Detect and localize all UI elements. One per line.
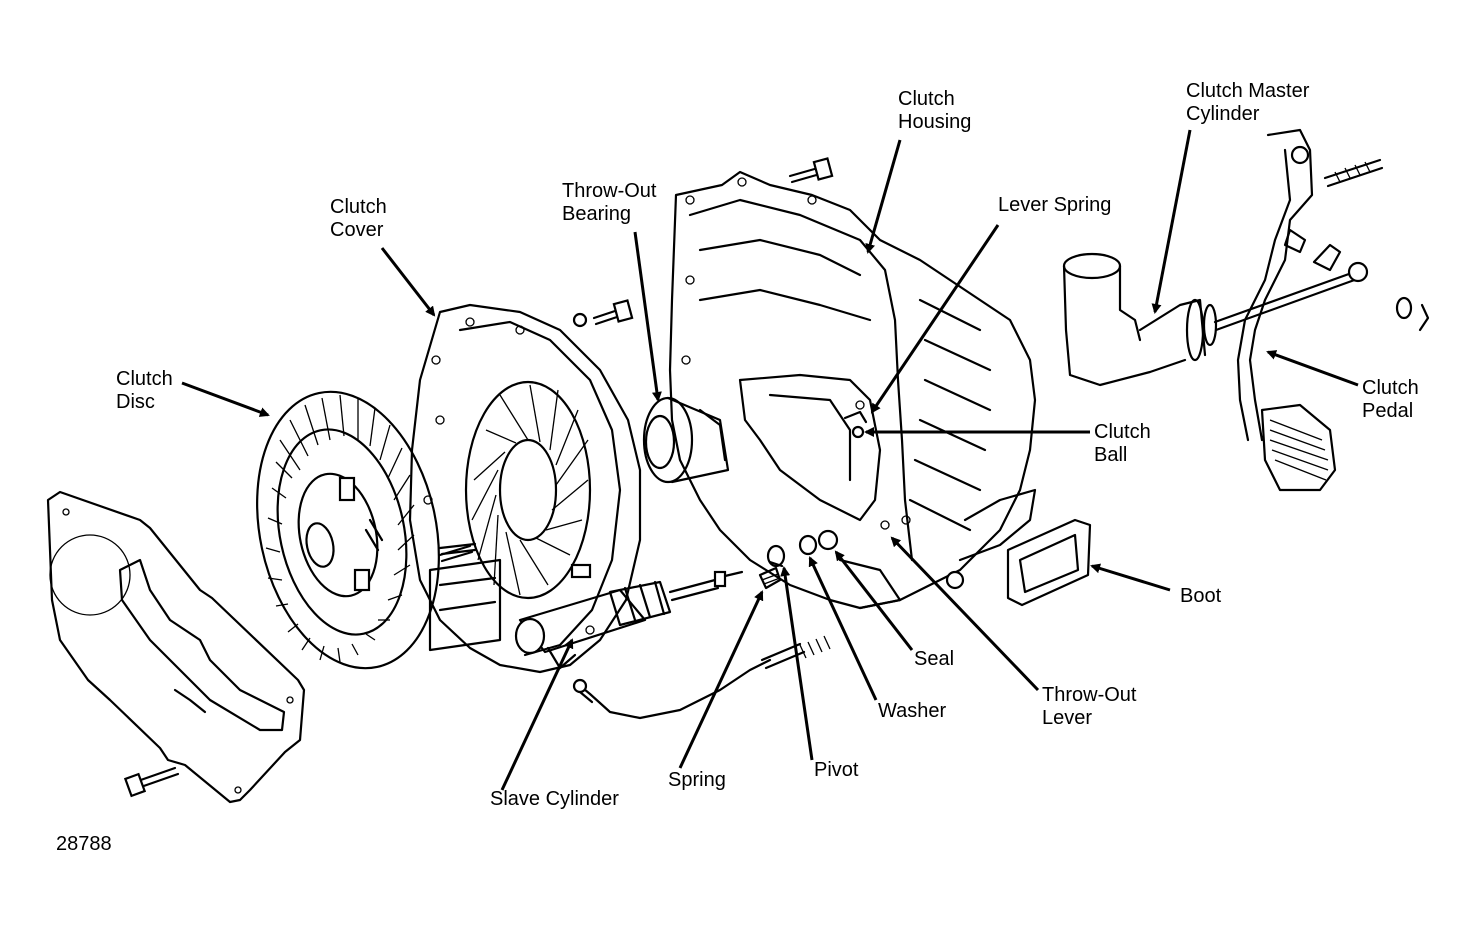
clutch-pedal-part: [1236, 128, 1430, 492]
arrow-throw-out-bearing: [633, 231, 662, 402]
arrow-boot: [1090, 563, 1171, 592]
shield-bolt: [123, 766, 180, 798]
label-clutch-master-cylinder: Clutch Master Cylinder: [1186, 80, 1310, 125]
arrow-slave-cylinder: [500, 638, 574, 791]
label-pivot: Pivot: [814, 759, 859, 781]
label-throw-out-bearing: Throw-Out Bearing: [562, 180, 657, 225]
label-washer: Washer: [878, 700, 947, 722]
clutch-cover-part: [408, 303, 642, 674]
arrow-lever-spring: [870, 224, 1000, 414]
arrow-clutch-disc: [181, 381, 270, 417]
pivot-washer-seal-parts: [758, 529, 839, 590]
label-spring: Spring: [668, 769, 726, 791]
arrow-seal: [834, 550, 914, 651]
label-boot: Boot: [1180, 585, 1222, 607]
leader-arrows: [181, 129, 1359, 791]
arrow-pivot: [780, 566, 814, 761]
arrow-clutch-cover: [380, 247, 436, 317]
label-clutch-housing: Clutch Housing: [898, 88, 972, 133]
label-clutch-disc: Clutch Disc: [116, 368, 173, 413]
label-lever-spring: Lever Spring: [998, 194, 1112, 216]
label-clutch-pedal: Clutch Pedal: [1362, 377, 1419, 422]
label-seal: Seal: [914, 648, 955, 670]
hydraulic-line: [572, 635, 831, 720]
label-clutch-ball: Clutch Ball: [1094, 421, 1151, 466]
clutch-master-cylinder-part: [1062, 243, 1369, 387]
label-slave-cylinder: Slave Cylinder: [490, 788, 619, 810]
throw-out-bearing-part: [642, 396, 730, 484]
arrow-master-cylinder: [1151, 129, 1192, 314]
arrow-washer: [808, 556, 878, 701]
boot-part: [1006, 518, 1092, 607]
arrow-throw-out-lever: [890, 536, 1040, 692]
dust-shield-plate: [46, 490, 306, 804]
arrow-spring: [678, 590, 764, 769]
clutch-housing-part: [668, 170, 1037, 610]
housing-bolts: [438, 157, 965, 590]
arrow-clutch-pedal: [1266, 350, 1359, 387]
figure-number: 28788: [56, 833, 112, 855]
slave-cylinder-part: [514, 570, 744, 670]
clutch-disc-part: [256, 390, 440, 670]
arrow-clutch-housing: [865, 139, 902, 254]
label-clutch-cover: Clutch Cover: [330, 196, 387, 241]
label-throw-out-lever: Throw-Out Lever: [1042, 684, 1137, 729]
